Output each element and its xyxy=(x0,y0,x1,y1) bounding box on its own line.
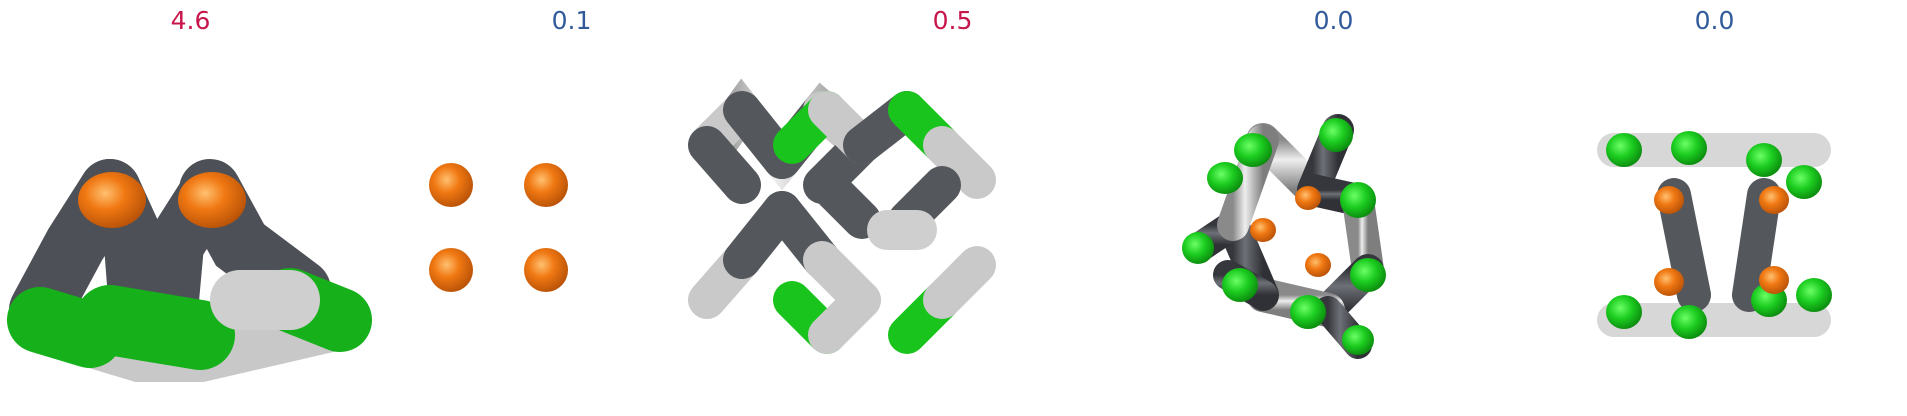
score-label: 0.0 xyxy=(1313,6,1354,35)
score-label: 0.0 xyxy=(1694,6,1735,35)
score-label: 4.6 xyxy=(170,6,211,35)
molecule-render xyxy=(341,110,656,355)
molecule-panel-3: 0.5 xyxy=(688,0,1143,416)
molecule-panel-2: 0.1 xyxy=(341,0,762,416)
score-label: 0.5 xyxy=(932,6,973,35)
molecule-panel-1: 4.6 xyxy=(0,0,381,416)
molecule-panel-5: 0.0 xyxy=(1524,0,1905,416)
molecule-render xyxy=(688,78,996,354)
molecule-render xyxy=(1594,131,1844,339)
molecule-panel-4: 0.0 xyxy=(1143,0,1524,416)
molecule-render xyxy=(7,159,372,382)
score-label: 0.1 xyxy=(551,6,592,35)
molecule-render xyxy=(1182,114,1386,359)
